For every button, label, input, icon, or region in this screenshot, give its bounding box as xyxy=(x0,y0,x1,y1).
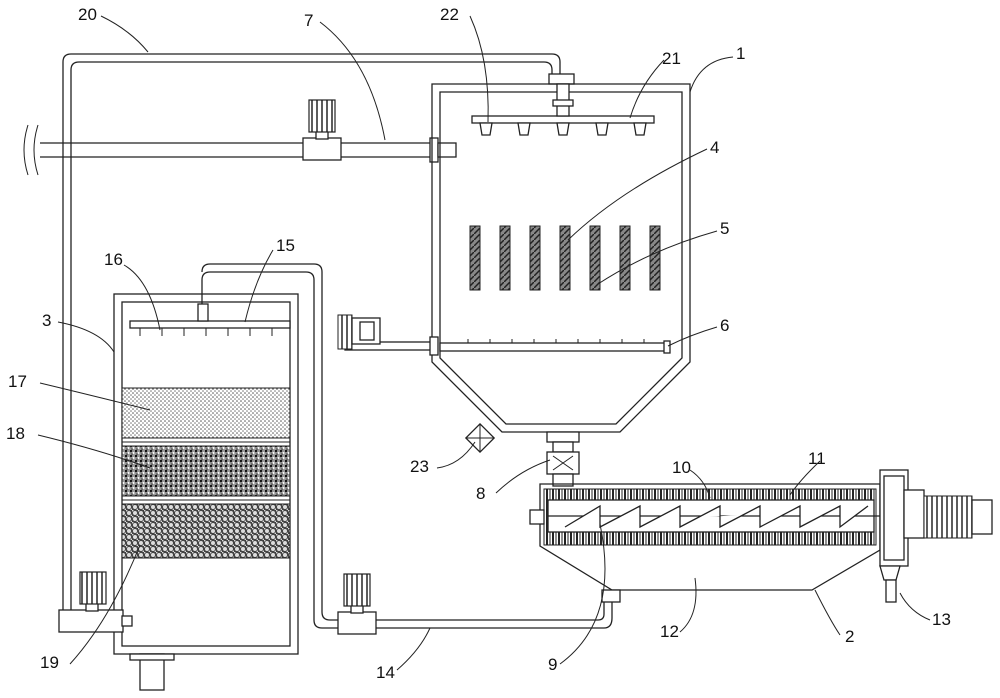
filter-bars-4-5 xyxy=(469,225,661,291)
valve-8 xyxy=(546,431,580,487)
label-11: 11 xyxy=(808,449,826,468)
label-6: 6 xyxy=(720,316,729,335)
part-labels: 1 2 3 4 5 6 7 8 9 10 11 12 13 14 15 16 1… xyxy=(6,5,951,682)
screw-shaft-9 xyxy=(548,504,880,529)
label-20: 20 xyxy=(78,5,97,24)
label-17: 17 xyxy=(8,372,27,391)
label-2: 2 xyxy=(845,627,854,646)
aeration-pipe-6 xyxy=(439,339,671,354)
label-1: 1 xyxy=(736,44,745,63)
spray-nozzles-22 xyxy=(479,122,647,136)
label-13: 13 xyxy=(932,610,951,629)
label-21: 21 xyxy=(662,49,681,68)
label-7: 7 xyxy=(304,11,313,30)
label-15: 15 xyxy=(276,236,295,255)
label-19: 19 xyxy=(40,653,59,672)
label-10: 10 xyxy=(672,458,691,477)
air-pump xyxy=(337,314,439,356)
label-12: 12 xyxy=(660,622,679,641)
drain-valve-23 xyxy=(464,422,496,454)
inlet-pipe-7 xyxy=(23,99,457,176)
label-16: 16 xyxy=(104,250,123,269)
label-18: 18 xyxy=(6,424,25,443)
label-3: 3 xyxy=(42,311,51,330)
filter-layer-19 xyxy=(121,503,291,559)
label-23: 23 xyxy=(410,457,429,476)
label-5: 5 xyxy=(720,219,729,238)
label-4: 4 xyxy=(710,138,719,157)
label-9: 9 xyxy=(548,655,557,674)
label-22: 22 xyxy=(440,5,459,24)
label-14: 14 xyxy=(376,663,395,682)
transfer-pipe-14 xyxy=(201,263,613,635)
filter-layer-18 xyxy=(121,445,291,497)
leader-lines xyxy=(37,15,931,671)
filter-layer-17 xyxy=(121,387,291,439)
treatment-tank-1 xyxy=(337,83,691,454)
screw-press-2 xyxy=(529,469,993,603)
spray-nozzles-16 xyxy=(139,328,273,336)
filter-tank-3 xyxy=(58,293,299,691)
return-pipe-20 xyxy=(62,53,575,610)
label-8: 8 xyxy=(476,484,485,503)
